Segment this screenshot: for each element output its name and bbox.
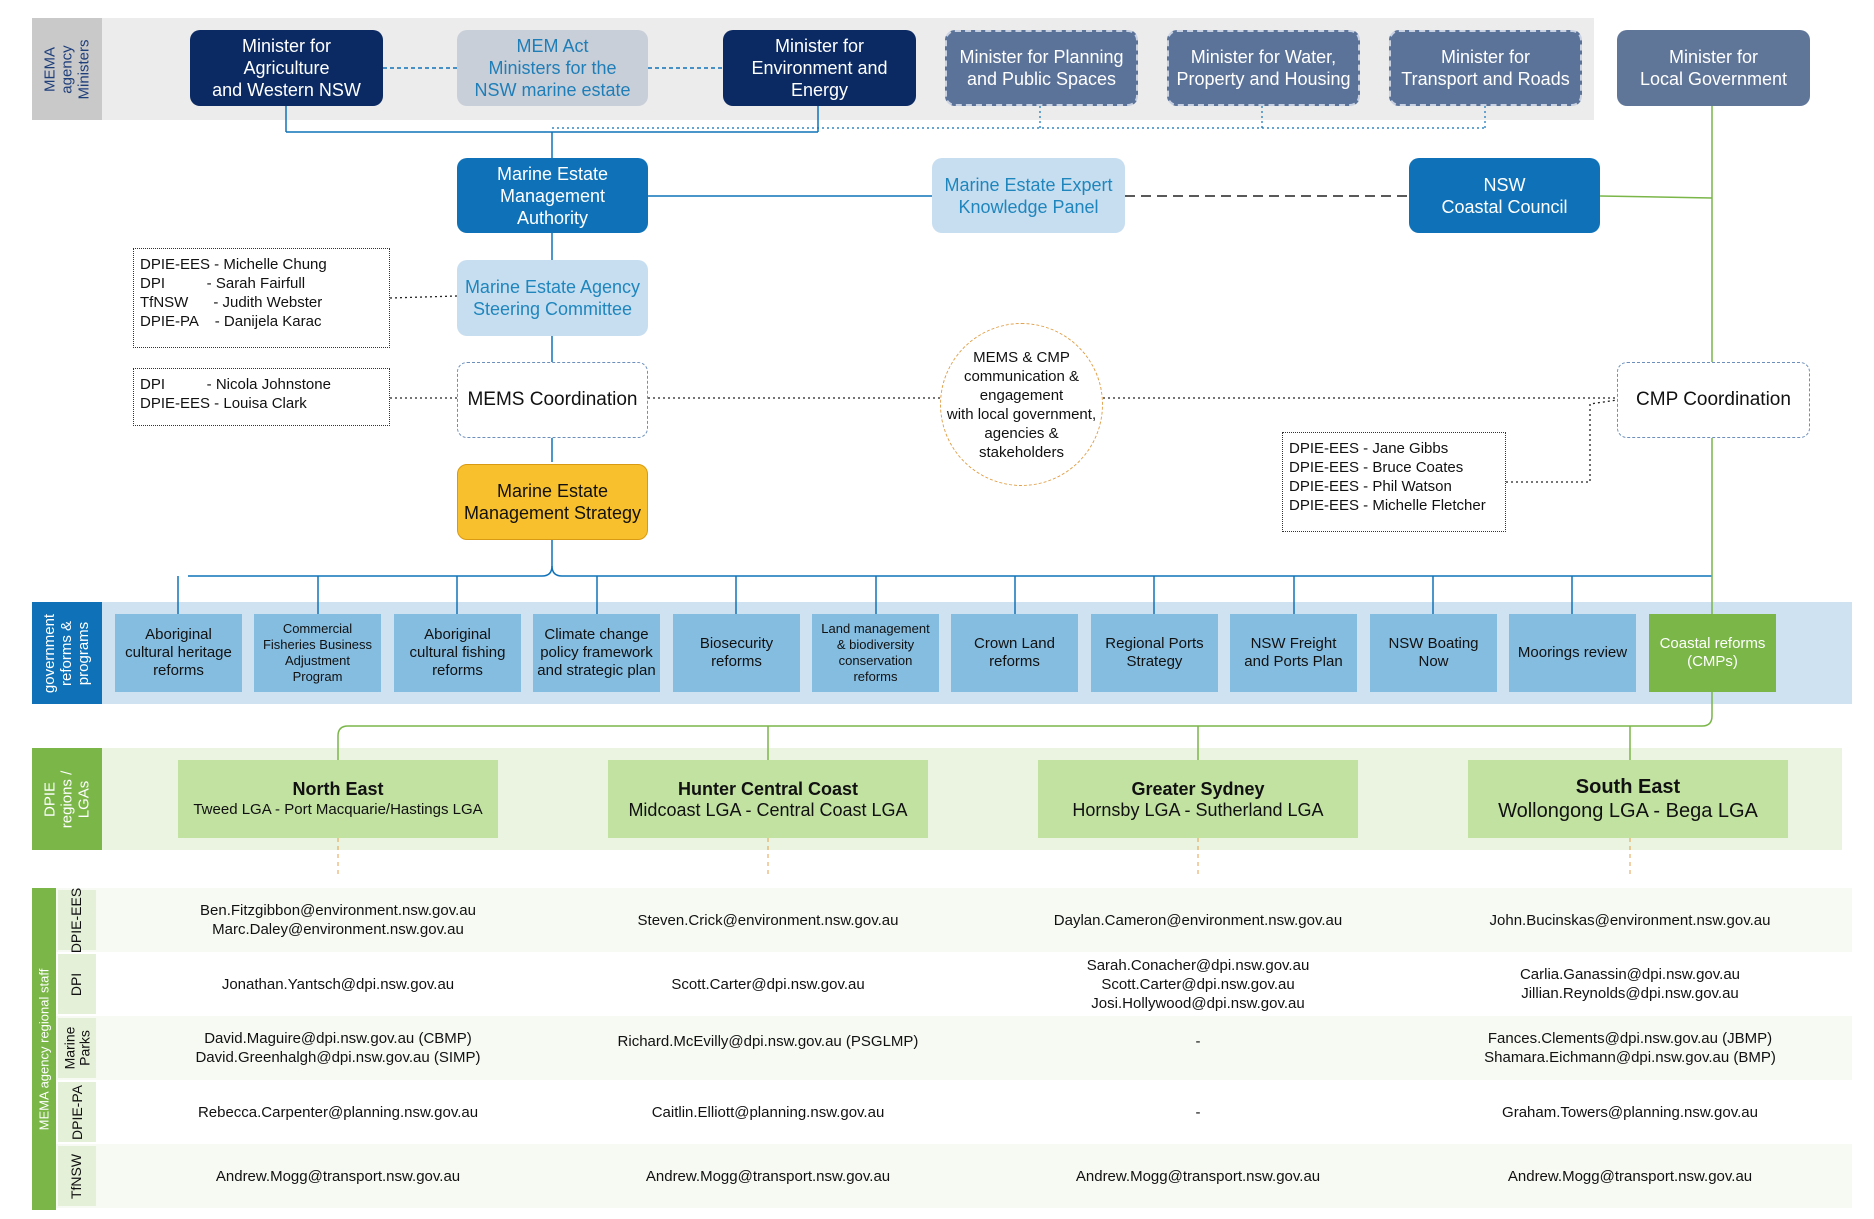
note-line: DPI - Sarah Fairfull (140, 275, 306, 292)
staff-cell: Carlia.Ganassin@dpi.nsw.gov.au Jillian.R… (1519, 966, 1741, 1002)
program-climate-change[interactable]: Climate change policy framework and stra… (533, 614, 660, 692)
region-north-east[interactable]: North East Tweed LGA - Port Macquarie/Ha… (178, 760, 498, 838)
cmp-coordination[interactable]: CMP Coordination (1617, 362, 1810, 438)
staff-cell: Andrew.Mogg@transport.nsw.gov.au (1507, 1167, 1753, 1185)
minister-planning[interactable]: Minister for Planning and Public Spaces (945, 30, 1138, 106)
minister-environment[interactable]: Minister for Environment and Energy (723, 30, 916, 106)
mem-act-ministers[interactable]: MEM Act Ministers for the NSW marine est… (457, 30, 648, 106)
staff-agency-label: DPIE-PA (58, 1082, 96, 1142)
note-line: DPIE-EES - Louisa Clark (140, 395, 307, 412)
staff-row-marine-parks (56, 1016, 1852, 1080)
regions-side-label: DPIE regions / LGAs (32, 748, 102, 850)
staff-cell: Andrew.Mogg@transport.nsw.gov.au (215, 1167, 461, 1185)
note-line: DPIE-EES - Michelle Chung (140, 256, 327, 273)
program-crown-land[interactable]: Crown Land reforms (951, 614, 1078, 692)
staff-row-dpie-pa (56, 1080, 1852, 1144)
program-biosecurity[interactable]: Biosecurity reforms (673, 614, 800, 692)
region-title: Hunter Central Coast (677, 779, 859, 799)
mems-members-note: DPI - Nicola Johnstone DPIE-EES - Louisa… (133, 368, 390, 426)
staff-cell: Sarah.Conacher@dpi.nsw.gov.au Scott.Cart… (1086, 956, 1310, 1012)
staff-cell: Richard.McEvilly@dpi.nsw.gov.au (PSGLMP) (617, 1032, 919, 1050)
staff-cell: John.Bucinskas@environment.nsw.gov.au (1489, 911, 1771, 929)
note-line: TfNSW - Judith Webster (140, 294, 323, 311)
local-gov-connectors (337, 106, 1713, 760)
staff-cell: Fances.Clements@dpi.nsw.gov.au (JBMP) Sh… (1484, 1030, 1776, 1066)
region-lgas: Wollongong LGA - Bega LGA (1498, 800, 1758, 822)
mema-spine (177, 195, 1712, 614)
region-hunter-central-coast[interactable]: Hunter Central Coast Midcoast LGA - Cent… (608, 760, 928, 838)
staff-row-dpi (56, 952, 1852, 1016)
region-title: South East (1575, 776, 1681, 798)
staff-side-label: MEMA agency regional staff (32, 888, 56, 1210)
region-lgas: Midcoast LGA - Central Coast LGA (628, 800, 908, 820)
staff-cell: Ben.Fitzgibbon@environment.nsw.gov.au Ma… (200, 902, 476, 938)
program-freight-ports[interactable]: NSW Freight and Ports Plan (1230, 614, 1357, 692)
region-staff-dashed (337, 838, 1631, 878)
staff-cell: Andrew.Mogg@transport.nsw.gov.au (1075, 1167, 1321, 1185)
program-land-management[interactable]: Land management & biodiversity conservat… (812, 614, 939, 692)
staff-cell: - (1195, 1103, 1201, 1121)
engagement-circle: MEMS & CMP communication & engagement wi… (940, 323, 1103, 486)
staff-cell: Scott.Carter@dpi.nsw.gov.au (671, 975, 865, 993)
program-coastal-reforms[interactable]: Coastal reforms (CMPs) (1649, 614, 1776, 692)
staff-cell: Andrew.Mogg@transport.nsw.gov.au (645, 1167, 891, 1185)
marine-estate-management-authority[interactable]: Marine Estate Management Authority (457, 158, 648, 233)
region-south-east[interactable]: South East Wollongong LGA - Bega LGA (1468, 760, 1788, 838)
program-boating-now[interactable]: NSW Boating Now (1370, 614, 1497, 692)
program-commercial-fisheries[interactable]: Commercial Fisheries Business Adjustment… (254, 614, 381, 692)
region-greater-sydney[interactable]: Greater Sydney Hornsby LGA - Sutherland … (1038, 760, 1358, 838)
staff-cell: David.Maguire@dpi.nsw.gov.au (CBMP) Davi… (195, 1030, 481, 1066)
minister-local-government[interactable]: Minister for Local Government (1617, 30, 1810, 106)
note-line: DPIE-EES - Bruce Coates (1289, 459, 1464, 476)
mems-coordination[interactable]: MEMS Coordination (457, 362, 648, 438)
staff-cell: Steven.Crick@environment.nsw.gov.au (637, 911, 899, 929)
cmp-members-note: DPIE-EES - Jane Gibbs DPIE-EES - Bruce C… (1282, 432, 1506, 532)
note-line: DPIE-EES - Jane Gibbs (1289, 440, 1449, 457)
programs-side-label: government reforms & programs (32, 602, 102, 704)
staff-cell: - (1195, 1032, 1201, 1050)
staff-cell: Graham.Towers@planning.nsw.gov.au (1502, 1103, 1758, 1121)
note-line: DPIE-EES - Michelle Fletcher (1289, 497, 1486, 514)
program-moorings-review[interactable]: Moorings review (1509, 614, 1636, 692)
note-connectors (389, 295, 1618, 483)
region-title: Greater Sydney (1131, 779, 1265, 799)
note-line: DPI - Nicola Johnstone (140, 376, 331, 393)
staff-agency-label: Marine Parks (58, 1018, 96, 1078)
marine-estate-management-strategy[interactable]: Marine Estate Management Strategy (457, 464, 648, 540)
staff-cell: Caitlin.Elliott@planning.nsw.gov.au (651, 1103, 885, 1121)
staff-agency-label: DPIE-EES (58, 887, 96, 953)
steering-members-note: DPIE-EES - Michelle Chung DPI - Sarah Fa… (133, 248, 390, 348)
program-aboriginal-heritage[interactable]: Aboriginal cultural heritage reforms (115, 614, 242, 692)
staff-agency-label: DPI (58, 954, 96, 1014)
steering-committee[interactable]: Marine Estate Agency Steering Committee (457, 260, 648, 336)
minister-dotted-connectors (552, 106, 1486, 129)
staff-row-dpie-ees (56, 888, 1852, 952)
staff-row-tfnsw (56, 1144, 1852, 1208)
program-aboriginal-fishing[interactable]: Aboriginal cultural fishing reforms (394, 614, 521, 692)
staff-cell: Rebecca.Carpenter@planning.nsw.gov.au (197, 1103, 479, 1121)
staff-cell: Jonathan.Yantsch@dpi.nsw.gov.au (221, 975, 455, 993)
minister-agriculture[interactable]: Minister for Agriculture and Western NSW (190, 30, 383, 106)
staff-agency-label: TfNSW (58, 1146, 96, 1206)
expert-knowledge-panel[interactable]: Marine Estate Expert Knowledge Panel (932, 158, 1125, 233)
program-regional-ports[interactable]: Regional Ports Strategy (1091, 614, 1218, 692)
staff-cell: Daylan.Cameron@environment.nsw.gov.au (1053, 911, 1343, 929)
minister-transport[interactable]: Minister for Transport and Roads (1389, 30, 1582, 106)
minister-water[interactable]: Minister for Water, Property and Housing (1167, 30, 1360, 106)
region-lgas: Tweed LGA - Port Macquarie/Hastings LGA (193, 801, 483, 818)
note-line: DPIE-EES - Phil Watson (1289, 478, 1452, 495)
note-line: DPIE-PA - Danijela Karac (140, 313, 322, 330)
ministers-side-label: MEMA agency Ministers (32, 18, 102, 120)
nsw-coastal-council[interactable]: NSW Coastal Council (1409, 158, 1600, 233)
region-lgas: Hornsby LGA - Sutherland LGA (1072, 800, 1324, 820)
region-title: North East (292, 779, 384, 799)
